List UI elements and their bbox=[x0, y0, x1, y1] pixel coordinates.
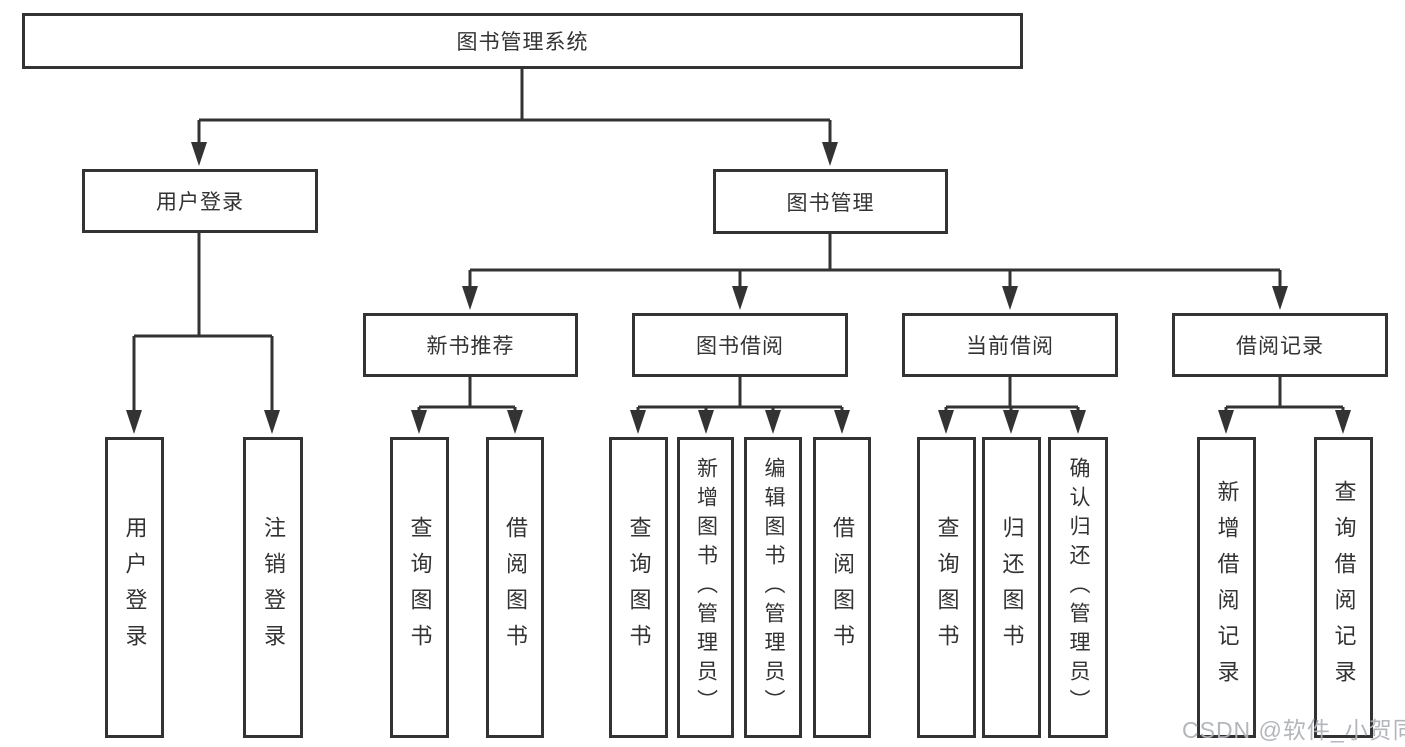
connector-borrow-records-to-children bbox=[1224, 376, 1345, 413]
leaf-return-books: 归还图书 bbox=[982, 437, 1041, 738]
node-book-borrowing: 图书借阅 bbox=[632, 313, 848, 377]
leaf-query-books-3-label: 查询图书 bbox=[934, 515, 960, 660]
leaf-edit-books-admin: 编辑图书（管理员） bbox=[744, 437, 802, 738]
node-user-login: 用户登录 bbox=[82, 169, 318, 233]
arrow-icon bbox=[938, 410, 954, 434]
leaf-add-books-admin: 新增图书（管理员） bbox=[677, 437, 734, 738]
leaf-query-borrow-record: 查询借阅记录 bbox=[1314, 437, 1373, 738]
node-user-login-label: 用户登录 bbox=[156, 191, 244, 214]
arrow-icon bbox=[834, 410, 850, 434]
arrow-icon bbox=[126, 410, 142, 434]
arrow-icon bbox=[507, 410, 523, 434]
node-book-management-label: 图书管理 bbox=[786, 191, 875, 215]
node-current-borrowing-label: 当前借阅 bbox=[966, 335, 1054, 358]
node-current-borrowing: 当前借阅 bbox=[902, 313, 1118, 377]
arrow-icon bbox=[1272, 286, 1288, 310]
leaf-query-books-2: 查询图书 bbox=[609, 437, 668, 738]
node-book-borrowing-label: 图书借阅 bbox=[696, 335, 784, 358]
node-book-management: 图书管理 bbox=[713, 169, 948, 234]
leaf-query-books-1-label: 查询图书 bbox=[407, 515, 433, 660]
connector-book-mgmt-to-level3 bbox=[468, 233, 1282, 289]
arrow-icon bbox=[1218, 410, 1234, 434]
connector-book-borrow-to-children bbox=[636, 376, 844, 413]
leaf-return-books-label: 归还图书 bbox=[999, 515, 1025, 660]
leaf-borrow-books-1: 借阅图书 bbox=[486, 437, 544, 738]
arrow-icon bbox=[698, 410, 714, 434]
leaf-query-borrow-record-label: 查询借阅记录 bbox=[1331, 479, 1357, 696]
arrow-icon bbox=[1002, 286, 1018, 310]
node-root-label: 图书管理系统 bbox=[456, 31, 589, 54]
node-borrowing-records: 借阅记录 bbox=[1172, 313, 1388, 377]
arrow-icon bbox=[462, 286, 478, 310]
leaf-user-login-label: 用户登录 bbox=[122, 515, 148, 660]
node-root: 图书管理系统 bbox=[22, 13, 1023, 69]
connector-user-login-to-children bbox=[132, 232, 274, 413]
leaf-query-books-1: 查询图书 bbox=[390, 437, 449, 738]
arrow-icon bbox=[264, 410, 280, 434]
arrow-icon bbox=[191, 142, 207, 166]
leaf-confirm-return-admin-label: 确认归还（管理员） bbox=[1067, 457, 1090, 718]
arrow-icon bbox=[822, 142, 838, 166]
node-borrowing-records-label: 借阅记录 bbox=[1236, 335, 1324, 358]
leaf-logout-label: 注销登录 bbox=[261, 515, 286, 660]
arrow-icon bbox=[1003, 410, 1019, 434]
leaf-query-books-2-label: 查询图书 bbox=[626, 515, 652, 660]
leaf-borrow-books-1-label: 借阅图书 bbox=[503, 515, 528, 660]
leaf-add-books-admin-label: 新增图书（管理员） bbox=[694, 457, 718, 718]
leaf-add-borrow-record-label: 新增借阅记录 bbox=[1214, 479, 1240, 696]
leaf-borrow-books-2: 借阅图书 bbox=[813, 437, 871, 738]
arrow-icon bbox=[1335, 410, 1351, 434]
leaf-borrow-books-2-label: 借阅图书 bbox=[830, 515, 855, 660]
node-new-book-recommend: 新书推荐 bbox=[363, 313, 578, 377]
arrow-icon bbox=[411, 410, 427, 434]
arrow-icon bbox=[1070, 410, 1086, 434]
leaf-add-borrow-record: 新增借阅记录 bbox=[1197, 437, 1256, 738]
connector-root-to-level2 bbox=[197, 68, 832, 145]
node-new-book-recommend-label: 新书推荐 bbox=[426, 335, 515, 358]
connector-current-borrow-to-children bbox=[944, 376, 1080, 413]
leaf-edit-books-admin-label: 编辑图书（管理员） bbox=[762, 457, 785, 718]
arrow-icon bbox=[732, 286, 748, 310]
csdn-watermark: CSDN @软件_小贺同学 bbox=[1182, 717, 1405, 743]
arrow-icon bbox=[765, 410, 781, 434]
leaf-logout: 注销登录 bbox=[243, 437, 303, 738]
connector-new-book-to-children bbox=[417, 376, 517, 413]
leaf-user-login: 用户登录 bbox=[105, 437, 164, 738]
leaf-query-books-3: 查询图书 bbox=[917, 437, 976, 738]
leaf-confirm-return-admin: 确认归还（管理员） bbox=[1048, 437, 1108, 738]
arrow-icon bbox=[630, 410, 646, 434]
